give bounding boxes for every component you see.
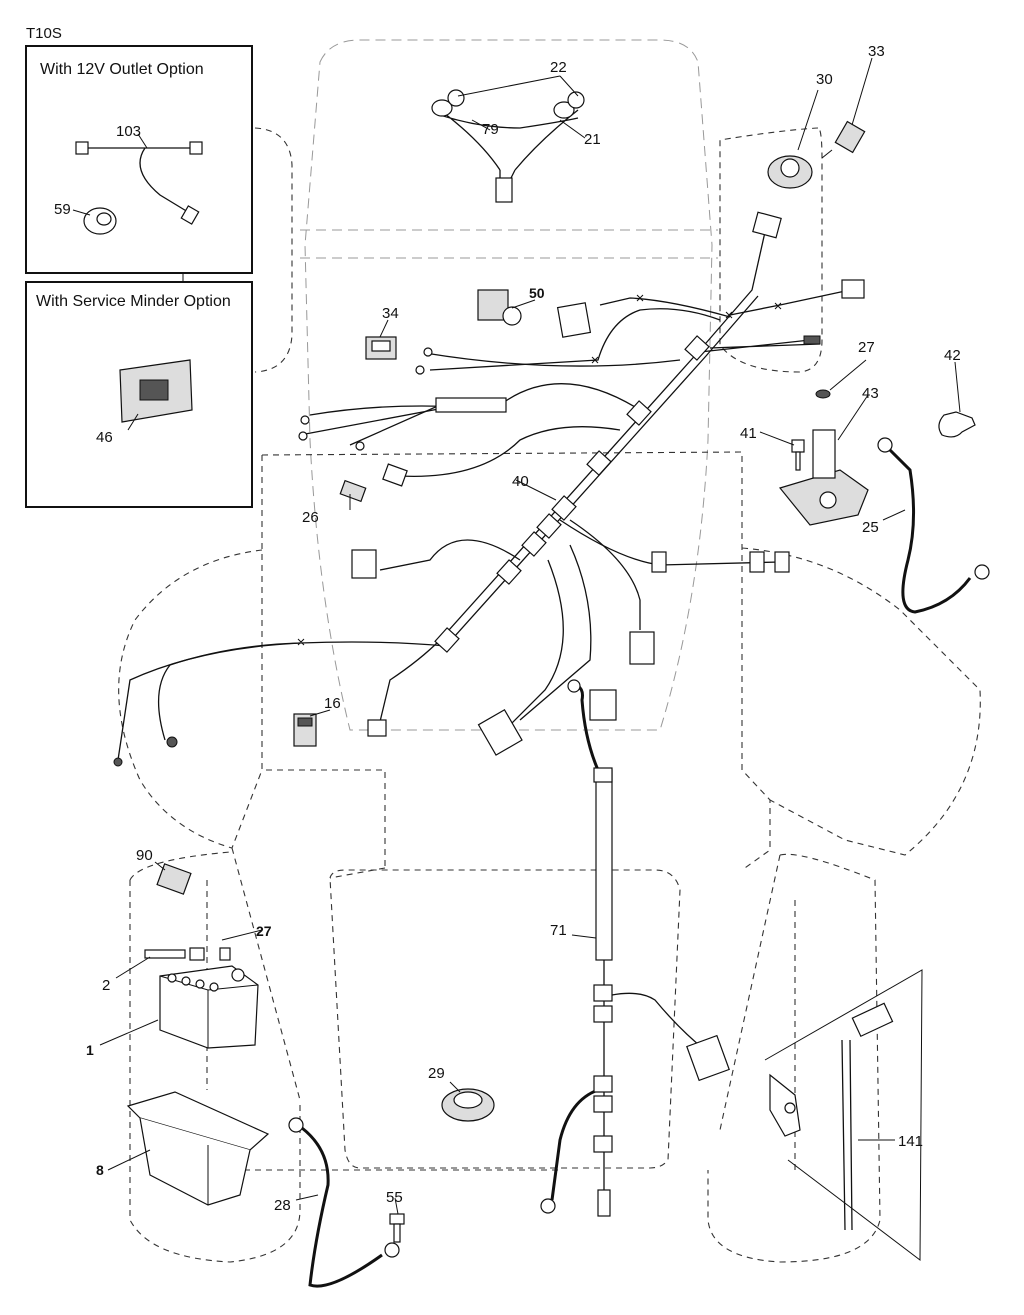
battery-1 [159,965,259,1049]
label-1: 1 [86,1042,94,1058]
rod-assembly-141 [764,969,923,1262]
main-harness-40 [113,211,865,767]
label-42: 42 [944,347,961,364]
label-21: 21 [584,131,601,148]
bolt-55 [389,1213,405,1243]
label-28: 28 [274,1197,291,1214]
part-labels: 22 79 21 33 30 103 59 50 34 27 42 43 41 … [54,43,961,1214]
nut-27 [815,389,831,399]
battery-bolt-2 [144,947,205,961]
outlet-option-box: With 12V Outlet Option [25,45,253,274]
label-26: 26 [302,509,319,526]
label-59: 59 [54,201,71,218]
label-43: 43 [862,385,879,402]
battery-tray-8 [126,1091,270,1206]
service-minder-option-title: With Service Minder Option [36,293,231,310]
ignition-key-33 [821,120,866,159]
outlet-option-title: With 12V Outlet Option [40,61,204,78]
relay-50 [477,289,522,326]
harness-71 [540,679,730,1217]
outlet-harness-103 [75,141,203,225]
label-2: 2 [102,977,110,994]
label-90: 90 [136,847,153,864]
label-22: 22 [550,59,567,76]
label-29: 29 [428,1065,445,1082]
battery-nut-27 [219,947,231,961]
grommet-29 [441,1088,495,1122]
label-103: 103 [116,123,141,140]
label-33: 33 [868,43,885,60]
relay-90 [156,863,192,895]
terminal-boot-42 [938,411,976,438]
label-27a: 27 [858,339,875,356]
service-minder-option-box: With Service Minder Option [25,281,253,508]
headlight-harness [431,89,585,203]
solenoid-43 [778,429,869,526]
label-50: 50 [529,285,545,301]
service-minder-46 [119,359,193,423]
label-8: 8 [96,1162,104,1178]
battery-cable-28 [288,1117,400,1288]
power-outlet-59 [83,207,117,235]
label-16: 16 [324,695,341,712]
label-30: 30 [816,71,833,88]
diagram-title: T10S [26,25,62,42]
label-141: 141 [898,1133,923,1150]
label-55: 55 [386,1189,403,1206]
label-27b: 27 [256,923,272,939]
leader-lines [72,57,961,1215]
ignition-switch-30 [767,155,813,189]
label-40: 40 [512,473,529,490]
battery-cable-25 [877,437,990,614]
label-71: 71 [550,922,567,939]
bolt-41 [791,439,805,471]
label-41: 41 [740,425,757,442]
fuse-26 [339,479,367,503]
label-25: 25 [862,519,879,536]
switch-34 [365,336,397,360]
label-79: 79 [482,121,499,138]
label-46: 46 [96,429,113,446]
label-34: 34 [382,305,399,322]
switch-16 [293,713,317,747]
